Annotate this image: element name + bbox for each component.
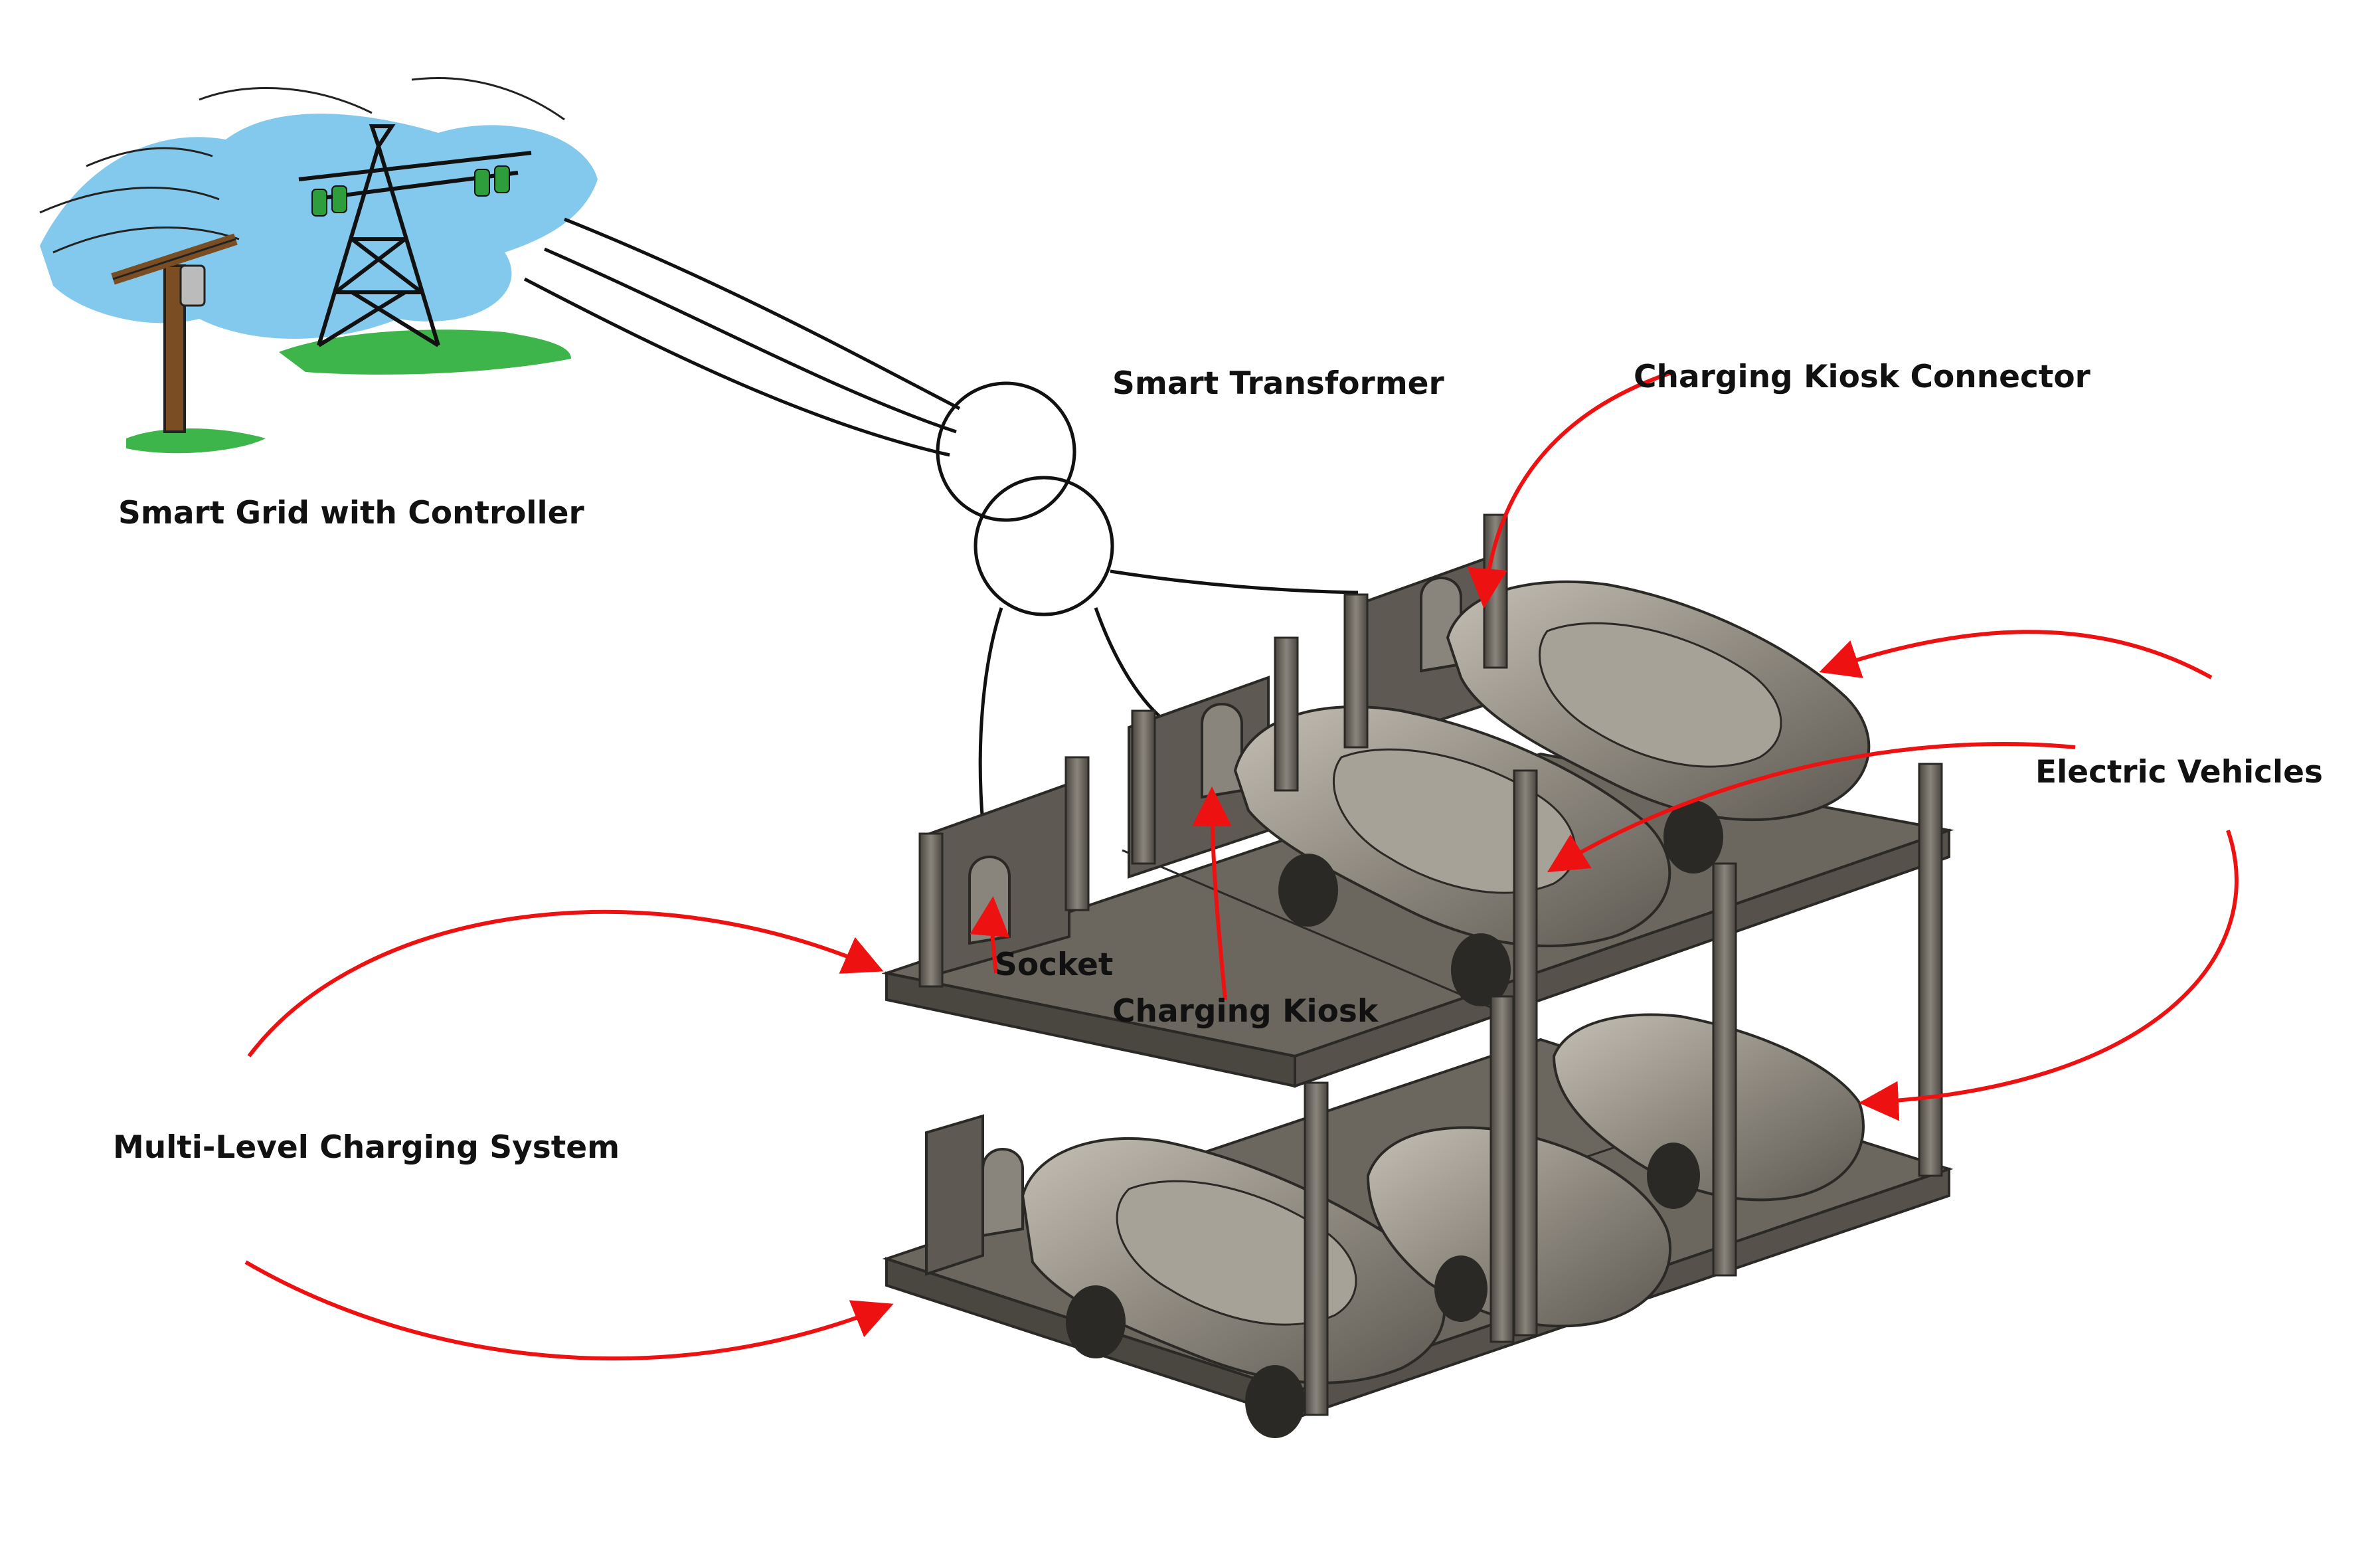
lower-kiosk-icon <box>981 1148 1024 1238</box>
support-posts <box>918 513 1943 1416</box>
label-smart-transformer: Smart Transformer <box>1112 365 1444 402</box>
lower-electric-car-1 <box>1021 1137 1446 1438</box>
label-charging-kiosk: Charging Kiosk <box>1112 993 1379 1030</box>
label-multi-level: Multi-Level Charging System <box>113 1129 620 1166</box>
label-kiosk-connector: Charging Kiosk Connector <box>1634 359 2090 395</box>
multi-level-parking-structure <box>881 513 1954 1438</box>
arrow-multilevel-bottom <box>244 1260 894 1361</box>
arrow-multilevel-top <box>247 909 884 1058</box>
annotation-arrows <box>244 370 2239 1361</box>
transmission-lines <box>523 217 961 457</box>
arrow-ev-3 <box>1859 830 2239 1121</box>
label-electric-vehicles: Electric Vehicles <box>2035 754 2324 790</box>
transformer-symbol-icon <box>936 381 1114 616</box>
arrow-socket <box>970 896 1010 974</box>
label-smart-grid: Smart Grid with Controller <box>118 495 584 531</box>
lower-electric-car-3 <box>1552 1013 1865 1209</box>
arrow-kiosk <box>1192 786 1232 1000</box>
socket-icon <box>968 856 1011 945</box>
arrow-ev-1 <box>1819 630 2213 680</box>
upper-electric-car-2 <box>1446 580 1871 874</box>
charging-kiosk-icon <box>1201 703 1243 799</box>
arrow-ev-2 <box>1547 742 2076 873</box>
smart-grid-icon <box>39 77 598 454</box>
arrow-kiosk-connector <box>1467 370 1674 608</box>
label-socket: Socket <box>995 947 1114 983</box>
